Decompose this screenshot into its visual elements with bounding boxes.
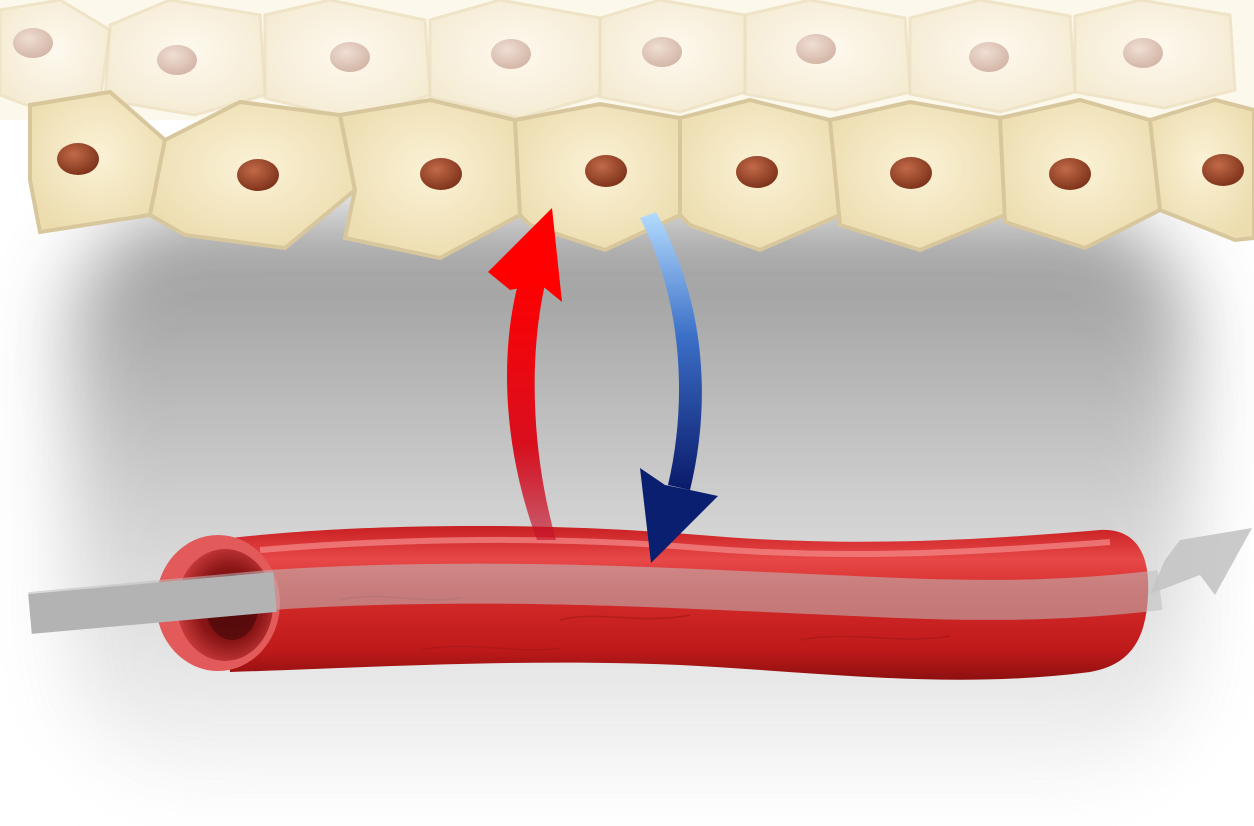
nucleus-back xyxy=(13,28,53,58)
nucleus-front xyxy=(890,157,932,189)
nucleus-front xyxy=(420,158,462,190)
nucleus-back xyxy=(642,37,682,67)
nucleus-front xyxy=(1049,158,1091,190)
nucleus-back xyxy=(796,34,836,64)
nucleus-front xyxy=(57,143,99,175)
tissue-front-row xyxy=(30,92,1254,258)
nucleus-back xyxy=(1123,38,1163,68)
nucleus-front xyxy=(237,159,279,191)
nucleus-back xyxy=(157,45,197,75)
nucleus-back xyxy=(330,42,370,72)
nucleus-front xyxy=(1202,154,1244,186)
nucleus-back xyxy=(491,39,531,69)
interstitial-space xyxy=(70,215,1190,775)
nucleus-front xyxy=(585,155,627,187)
nucleus-front xyxy=(736,156,778,188)
flow-arrow-shaft-visible xyxy=(30,592,275,614)
nucleus-back xyxy=(969,42,1009,72)
